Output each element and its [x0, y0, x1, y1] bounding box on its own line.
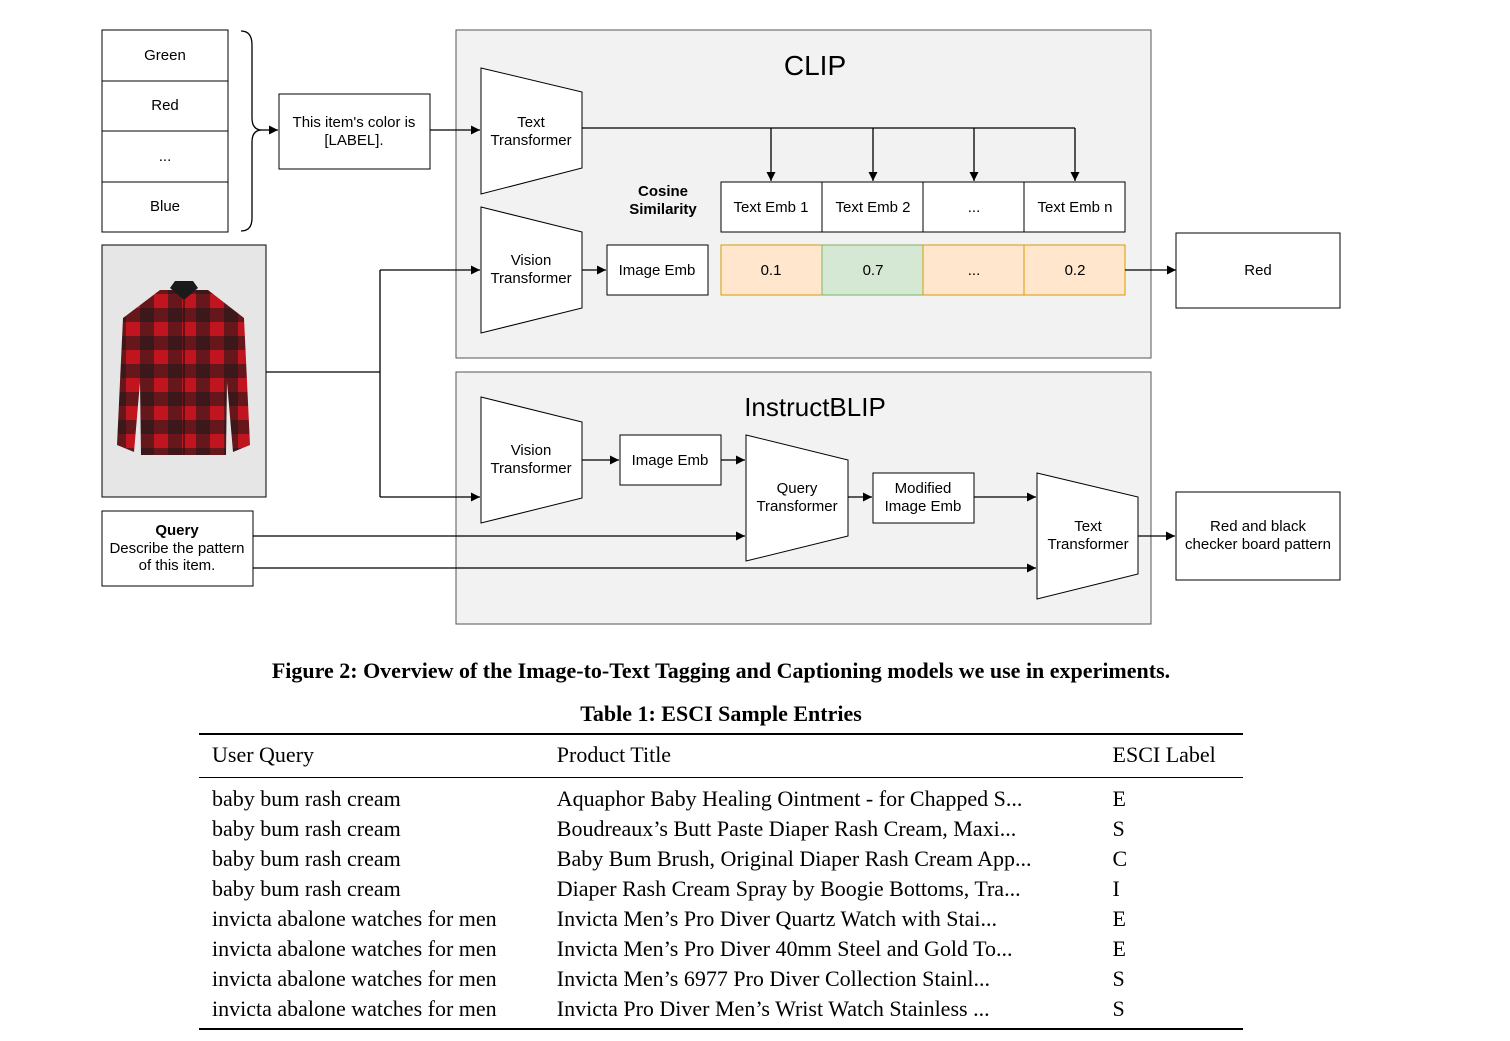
table-row: baby bum rash cream Baby Bum Brush, Orig…	[199, 844, 1243, 874]
instructblip-title: InstructBLIP	[744, 392, 886, 422]
cell-label: S	[1112, 816, 1125, 841]
table-row: invicta abalone watches for men Invicta …	[199, 934, 1243, 964]
cell-label: E	[1112, 786, 1126, 811]
table-row: baby bum rash cream Boudreaux’s Butt Pas…	[199, 814, 1243, 844]
overview-diagram: CLIP InstructBLIP Green Red ... Blue Thi…	[101, 29, 1341, 625]
text-emb-row: Text Emb 1 Text Emb 2 ... Text Emb n	[720, 181, 1126, 233]
score: ...	[968, 262, 981, 279]
query-text: of this item.	[139, 557, 216, 574]
text-emb: Text Emb 2	[835, 199, 910, 216]
cosine-similarity-label: Similarity	[629, 201, 697, 218]
score: 0.1	[761, 262, 782, 279]
label-list: Green Red ... Blue	[101, 29, 229, 233]
column-header-product-title: Product Title	[543, 734, 1100, 778]
cell-query: invicta abalone watches for men	[212, 936, 497, 961]
prompt-template-box	[278, 93, 431, 170]
cell-query: baby bum rash cream	[212, 786, 401, 811]
cell-title: Invicta Pro Diver Men’s Wrist Watch Stai…	[556, 996, 990, 1021]
cell-label: I	[1112, 876, 1120, 901]
cell-label: C	[1112, 846, 1128, 871]
query-transformer	[745, 434, 849, 562]
cell-query: invicta abalone watches for men	[212, 906, 497, 931]
svg-text:Transformer: Transformer	[756, 498, 837, 515]
svg-text:Transformer: Transformer	[490, 270, 571, 287]
text-emb: Text Emb n	[1037, 199, 1112, 216]
cosine-similarity-label: Cosine	[638, 183, 688, 200]
cell-query: invicta abalone watches for men	[212, 966, 497, 991]
query-box	[101, 510, 254, 587]
cell-title: Invicta Men’s Pro Diver Quartz Watch wit…	[556, 906, 997, 931]
table-row: baby bum rash cream Aquaphor Baby Healin…	[199, 778, 1243, 815]
text-emb: ...	[968, 199, 981, 216]
prompt-template-text: [LABEL].	[324, 132, 383, 149]
svg-text:Transformer: Transformer	[1047, 536, 1128, 553]
svg-text:Transformer: Transformer	[490, 132, 571, 149]
cell-query: baby bum rash cream	[212, 876, 401, 901]
table-row: invicta abalone watches for men Invicta …	[199, 904, 1243, 934]
svg-text:Image Emb: Image Emb	[619, 262, 696, 279]
cell-label: S	[1112, 966, 1125, 991]
svg-text:Image Emb: Image Emb	[632, 452, 709, 469]
cell-label: S	[1112, 996, 1125, 1021]
cell-label: E	[1112, 906, 1126, 931]
table-row: invicta abalone watches for men Invicta …	[199, 994, 1243, 1029]
column-header-user-query: User Query	[199, 734, 544, 778]
label-item: Red	[151, 97, 179, 114]
product-image	[101, 244, 267, 498]
cell-label: E	[1112, 936, 1126, 961]
blip-output: checker board pattern	[1185, 536, 1331, 553]
svg-text:Vision: Vision	[511, 252, 552, 269]
cell-title: Aquaphor Baby Healing Ointment - for Cha…	[556, 786, 1023, 811]
column-header-esci-label: ESCI Label	[1099, 734, 1243, 778]
table-caption: Table 1: ESCI Sample Entries	[580, 701, 862, 726]
prompt-template-text: This item's color is	[293, 114, 416, 131]
svg-text:Image Emb: Image Emb	[885, 498, 962, 515]
cell-title: Baby Bum Brush, Original Diaper Rash Cre…	[556, 846, 1032, 871]
text-emb: Text Emb 1	[733, 199, 808, 216]
esci-table: User Query Product Title ESCI Label baby…	[199, 733, 1243, 1030]
blip-text-transformer	[1036, 472, 1139, 600]
modified-image-emb-box	[872, 472, 975, 524]
cell-title: Invicta Men’s 6977 Pro Diver Collection …	[556, 966, 990, 991]
svg-text:Text: Text	[517, 114, 545, 131]
table-row: invicta abalone watches for men Invicta …	[199, 964, 1243, 994]
svg-text:Modified: Modified	[895, 480, 952, 497]
clip-output: Red	[1244, 262, 1272, 279]
blip-output-box	[1175, 491, 1341, 581]
cell-query: baby bum rash cream	[212, 846, 401, 871]
clip-title: CLIP	[784, 50, 846, 81]
blip-output: Red and black	[1210, 518, 1306, 535]
score: 0.7	[863, 262, 884, 279]
cell-title: Boudreaux’s Butt Paste Diaper Rash Cream…	[556, 816, 1017, 841]
label-brace	[240, 30, 263, 232]
svg-text:Transformer: Transformer	[490, 460, 571, 477]
svg-text:Vision: Vision	[511, 442, 552, 459]
label-item: Green	[144, 47, 186, 64]
cell-query: baby bum rash cream	[212, 816, 401, 841]
table-row: baby bum rash cream Diaper Rash Cream Sp…	[199, 874, 1243, 904]
cell-title: Diaper Rash Cream Spray by Boogie Bottom…	[556, 876, 1021, 901]
svg-text:Query: Query	[777, 480, 818, 497]
cell-title: Invicta Men’s Pro Diver 40mm Steel and G…	[556, 936, 1013, 961]
clip-output-box	[1175, 232, 1341, 309]
clip-image-emb-box	[606, 244, 709, 296]
label-item: ...	[159, 148, 172, 165]
query-text: Describe the pattern	[109, 540, 244, 557]
query-title: Query	[155, 522, 199, 539]
svg-text:Text: Text	[1074, 518, 1102, 535]
score: 0.2	[1065, 262, 1086, 279]
blip-vision-transformer	[480, 396, 583, 524]
cell-query: invicta abalone watches for men	[212, 996, 497, 1021]
similarity-scores: 0.1 0.7 ... 0.2	[720, 244, 1126, 296]
table-header-row: User Query Product Title ESCI Label	[199, 734, 1243, 778]
clip-vision-transformer	[480, 206, 583, 334]
label-item: Blue	[150, 198, 180, 215]
clip-text-transformer	[480, 67, 583, 195]
figure-caption: Figure 2: Overview of the Image-to-Text …	[271, 658, 1171, 683]
